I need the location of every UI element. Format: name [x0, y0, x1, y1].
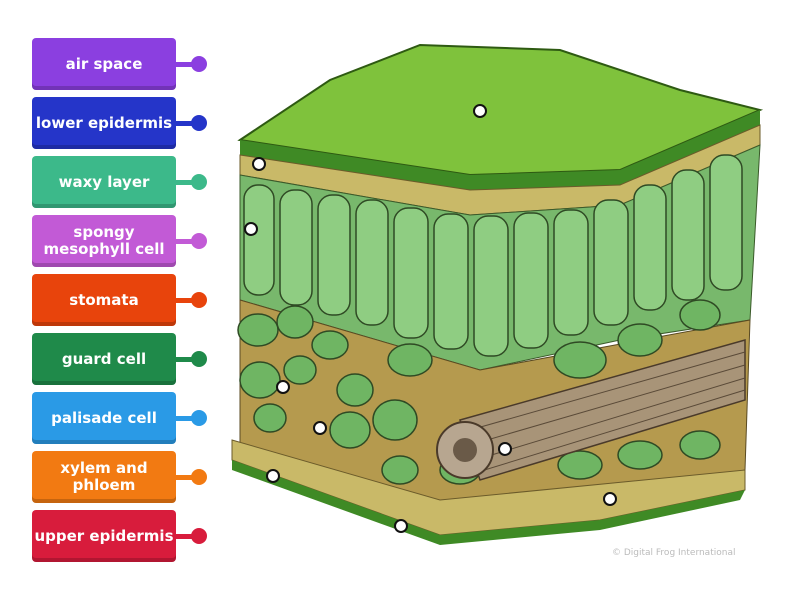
- draggable-label[interactable]: stomata: [32, 274, 176, 326]
- label-connector: [176, 416, 194, 421]
- drop-target-marker[interactable]: [394, 519, 408, 533]
- label-connector: [176, 62, 194, 67]
- drop-target-marker[interactable]: [473, 104, 487, 118]
- label-connector: [176, 239, 194, 244]
- label-pin-dot: [191, 469, 207, 485]
- label-connector: [176, 475, 194, 480]
- label-pin-dot: [191, 528, 207, 544]
- copyright-credit: © Digital Frog International: [612, 548, 736, 558]
- drop-target-marker[interactable]: [252, 157, 266, 171]
- draggable-label[interactable]: waxy layer: [32, 156, 176, 208]
- label-connector: [176, 298, 194, 303]
- drop-target-marker[interactable]: [603, 492, 617, 506]
- drop-target-marker[interactable]: [244, 222, 258, 236]
- label-pin-dot: [191, 174, 207, 190]
- label-pin-dot: [191, 410, 207, 426]
- label-pin-dot: [191, 115, 207, 131]
- drop-target-marker[interactable]: [498, 442, 512, 456]
- label-connector: [176, 534, 194, 539]
- label-pin-dot: [191, 56, 207, 72]
- draggable-label[interactable]: spongy mesophyll cell: [32, 215, 176, 267]
- draggable-label[interactable]: air space: [32, 38, 176, 90]
- label-connector: [176, 357, 194, 362]
- draggable-label[interactable]: lower epidermis: [32, 97, 176, 149]
- draggable-label[interactable]: xylem and phloem: [32, 451, 176, 503]
- drop-target-marker[interactable]: [276, 380, 290, 394]
- draggable-label[interactable]: guard cell: [32, 333, 176, 385]
- drop-target-marker[interactable]: [313, 421, 327, 435]
- label-pin-dot: [191, 351, 207, 367]
- draggable-label[interactable]: palisade cell: [32, 392, 176, 444]
- label-connector: [176, 180, 194, 185]
- label-pin-dot: [191, 233, 207, 249]
- label-connector: [176, 121, 194, 126]
- drop-target-marker[interactable]: [266, 469, 280, 483]
- draggable-label[interactable]: upper epidermis: [32, 510, 176, 562]
- label-pin-dot: [191, 292, 207, 308]
